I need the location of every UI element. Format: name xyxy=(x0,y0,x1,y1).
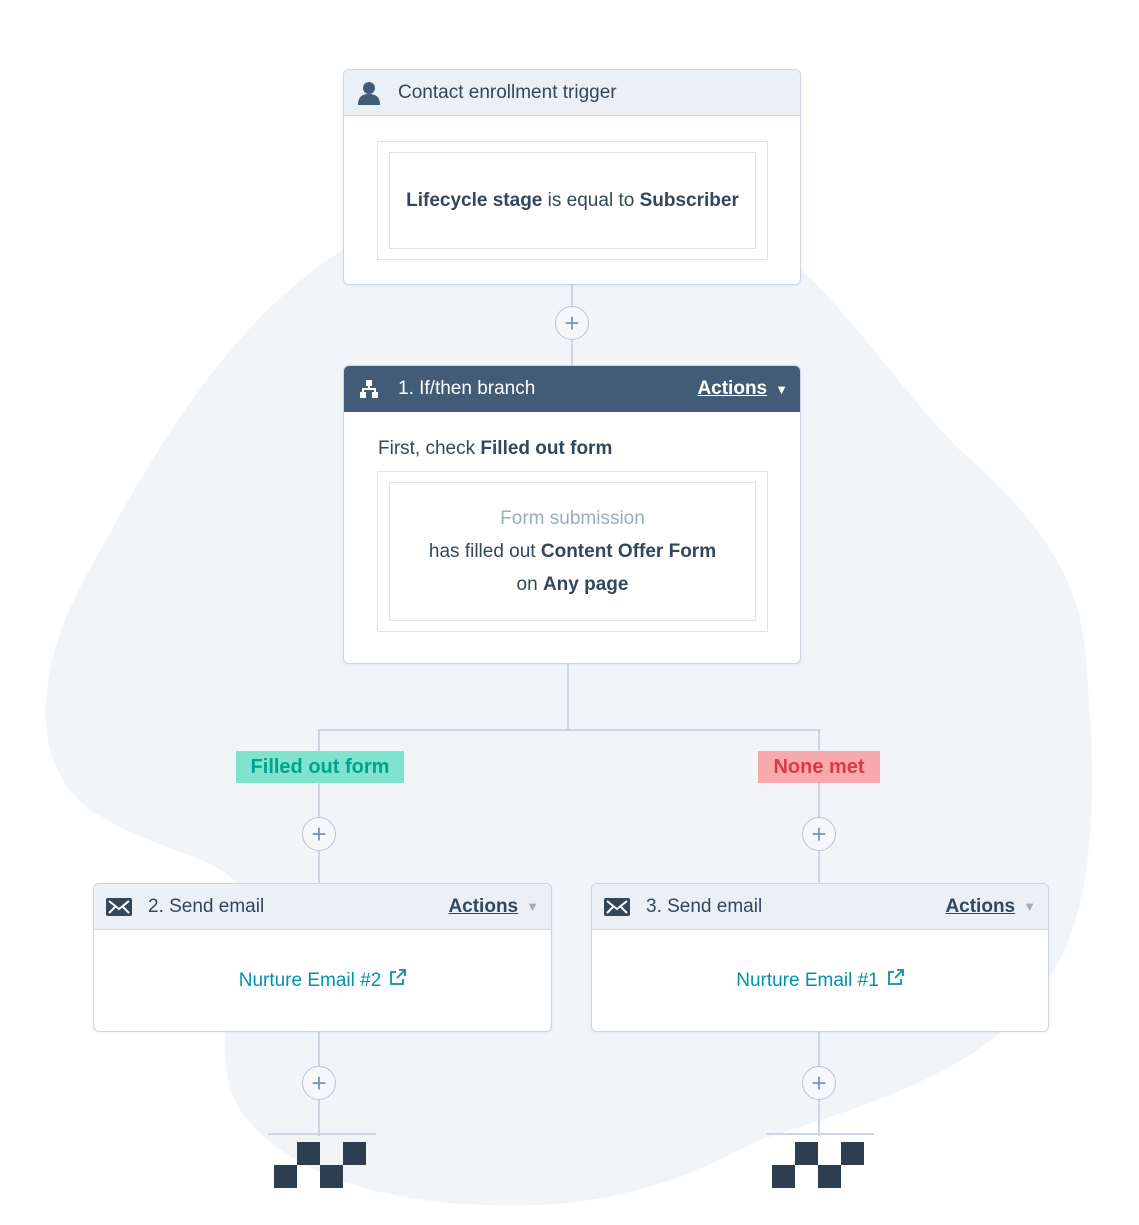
email-body: Nurture Email #2 xyxy=(94,930,551,1031)
email-header: 2. Send email Actions ▼ xyxy=(94,884,551,930)
branch-header: 1. If/then branch Actions ▼ xyxy=(344,366,800,412)
check-name: Filled out form xyxy=(480,438,613,459)
branch-tag-filled-out-form: Filled out form xyxy=(236,751,404,783)
external-link-icon xyxy=(887,969,904,992)
email-name: Nurture Email #1 xyxy=(736,969,879,991)
email-link[interactable]: Nurture Email #1 xyxy=(736,969,904,992)
send-email-card-2[interactable]: 2. Send email Actions ▼ Nurture Email #2 xyxy=(93,883,552,1032)
email-icon xyxy=(604,897,630,916)
caret-down-icon: ▼ xyxy=(775,381,788,397)
criteria-prefix: on xyxy=(516,574,538,595)
add-action-plus-icon[interactable]: + xyxy=(802,1066,836,1100)
connector-line xyxy=(318,729,821,731)
branch-criteria[interactable]: Form submission has filled out Content O… xyxy=(389,482,756,621)
finish-flag-icon xyxy=(766,1133,874,1196)
connector-line xyxy=(318,729,320,884)
external-link-icon xyxy=(389,969,407,992)
email-title: 2. Send email xyxy=(148,895,265,917)
branch-tag-none-met: None met xyxy=(758,751,880,783)
branch-title: 1. If/then branch xyxy=(398,378,536,399)
caret-down-icon: ▼ xyxy=(526,899,539,914)
email-header: 3. Send email Actions ▼ xyxy=(592,884,1048,930)
trigger-filter-container: Lifecycle stage is equal to Subscriber xyxy=(377,141,768,260)
send-email-card-3[interactable]: 3. Send email Actions ▼ Nurture Email #1 xyxy=(591,883,1049,1032)
add-action-plus-icon[interactable]: + xyxy=(802,817,836,851)
email-name: Nurture Email #2 xyxy=(238,969,382,991)
enrollment-trigger-card[interactable]: Contact enrollment trigger Lifecycle sta… xyxy=(343,69,801,285)
finish-flag-icon xyxy=(268,1133,376,1196)
email-body: Nurture Email #1 xyxy=(592,930,1048,1031)
trigger-filter[interactable]: Lifecycle stage is equal to Subscriber xyxy=(389,152,756,249)
branch-check-text: First, check Filled out form xyxy=(378,438,612,460)
trigger-header: Contact enrollment trigger xyxy=(344,70,800,116)
caret-down-icon: ▼ xyxy=(1023,899,1036,914)
email-actions-dropdown[interactable]: Actions ▼ xyxy=(945,896,1036,918)
criteria-form: Content Offer Form xyxy=(540,541,717,562)
add-action-plus-icon[interactable]: + xyxy=(555,306,589,340)
trigger-condition: Lifecycle stage is equal to Subscriber xyxy=(406,190,739,212)
criteria-page: Any page xyxy=(542,574,629,595)
condition-property: Lifecycle stage xyxy=(406,189,543,211)
check-prefix: First, check xyxy=(378,438,476,459)
condition-operator: is equal to xyxy=(547,189,635,211)
criteria-line-2: on Any page xyxy=(517,568,629,601)
add-action-plus-icon[interactable]: + xyxy=(302,817,336,851)
criteria-prefix: has filled out xyxy=(428,541,536,562)
branch-icon xyxy=(356,379,382,399)
actions-label: Actions xyxy=(697,378,768,399)
actions-label: Actions xyxy=(945,895,1016,917)
trigger-title: Contact enrollment trigger xyxy=(398,81,617,103)
if-then-branch-card[interactable]: 1. If/then branch Actions ▼ First, check… xyxy=(343,365,801,664)
connector-line xyxy=(567,663,569,731)
email-actions-dropdown[interactable]: Actions ▼ xyxy=(448,896,539,918)
email-title: 3. Send email xyxy=(646,895,763,917)
contact-icon xyxy=(356,80,382,106)
email-link[interactable]: Nurture Email #2 xyxy=(239,969,407,992)
connector-line xyxy=(818,729,820,884)
criteria-line-1: has filled out Content Offer Form xyxy=(429,535,716,568)
condition-value: Subscriber xyxy=(639,189,739,211)
actions-label: Actions xyxy=(448,895,519,917)
email-icon xyxy=(106,897,132,916)
add-action-plus-icon[interactable]: + xyxy=(302,1066,336,1100)
branch-actions-dropdown[interactable]: Actions ▼ xyxy=(697,378,788,400)
criteria-heading: Form submission xyxy=(500,508,645,529)
branch-criteria-container: Form submission has filled out Content O… xyxy=(377,471,768,632)
